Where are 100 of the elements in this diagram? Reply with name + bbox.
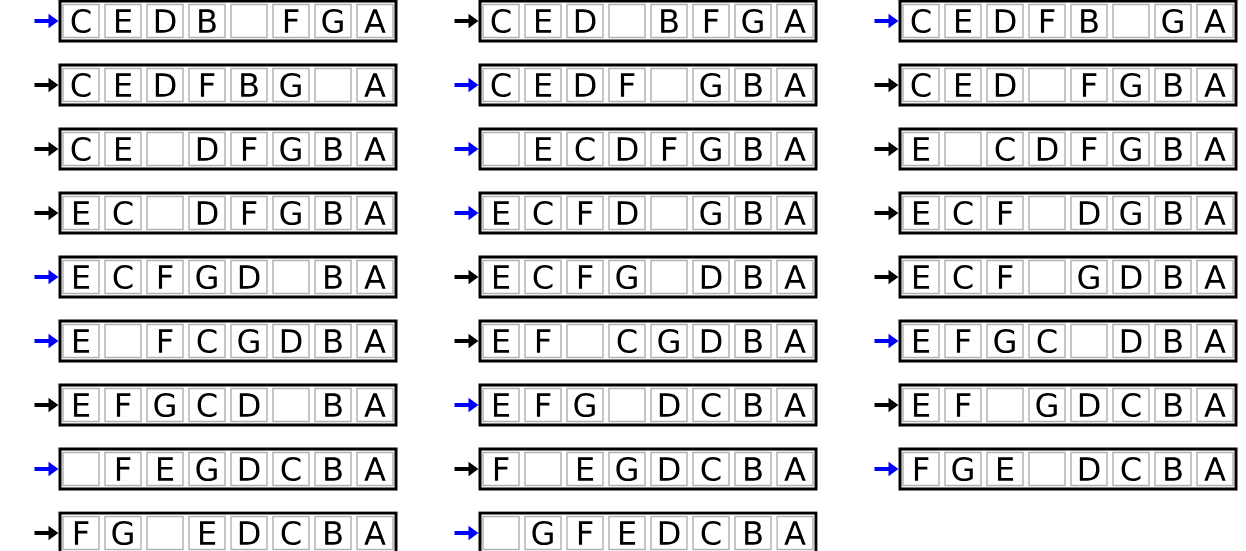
letter-tile: D [272, 323, 310, 359]
letter-tile: B [314, 131, 352, 167]
letter-tile: E [524, 131, 562, 167]
letter-tile: E [902, 323, 940, 359]
letter-tile: E [944, 3, 982, 39]
letter-tile: A [1196, 259, 1234, 295]
empty-slot [650, 259, 688, 295]
letter-tile: G [1112, 67, 1150, 103]
letter-tile: B [188, 3, 226, 39]
letter-tile: F [230, 131, 268, 167]
letter-tile: A [776, 131, 814, 167]
letter-tile: C [566, 131, 604, 167]
puzzle-row-frame [478, 191, 818, 235]
letter-tile: B [1154, 131, 1192, 167]
letter-tile: G [1154, 3, 1192, 39]
letter-tile: A [1196, 67, 1234, 103]
letter-tile: A [776, 387, 814, 423]
empty-slot [146, 131, 184, 167]
letter-tile: F [944, 387, 982, 423]
letter-tile: G [188, 451, 226, 487]
puzzle-row-frame [58, 127, 398, 171]
letter-tile: B [734, 259, 772, 295]
letter-tile: B [314, 451, 352, 487]
letter-tile: G [272, 67, 310, 103]
puzzle-row-frame [898, 127, 1238, 171]
letter-tile: A [776, 451, 814, 487]
letter-tile: C [902, 3, 940, 39]
letter-tile: A [776, 259, 814, 295]
puzzle-row-frame [58, 191, 398, 235]
letter-tile: G [104, 515, 142, 551]
empty-slot [230, 3, 268, 39]
letter-tile: E [62, 387, 100, 423]
letter-tile: E [944, 67, 982, 103]
letter-tile: E [608, 515, 646, 551]
letter-tile: B [1154, 451, 1192, 487]
letter-tile: B [314, 323, 352, 359]
letter-tile: G [272, 131, 310, 167]
letter-tile: D [650, 451, 688, 487]
letter-tile: D [230, 451, 268, 487]
letter-tile: C [272, 515, 310, 551]
letter-tile: F [566, 259, 604, 295]
letter-tile: C [524, 195, 562, 231]
letter-tile: A [356, 131, 394, 167]
letter-tile: D [146, 67, 184, 103]
letter-tile: A [356, 195, 394, 231]
puzzle-row-frame [898, 383, 1238, 427]
letter-tile: E [62, 259, 100, 295]
puzzle-row-frame [58, 511, 398, 551]
letter-tile: C [692, 387, 730, 423]
letter-tile: E [482, 387, 520, 423]
letter-tile: B [314, 195, 352, 231]
letter-tile: G [230, 323, 268, 359]
letter-tile: A [776, 323, 814, 359]
letter-tile: C [524, 259, 562, 295]
letter-tile: D [692, 259, 730, 295]
puzzle-row-frame [478, 0, 818, 43]
empty-slot [146, 195, 184, 231]
letter-tile: D [1112, 259, 1150, 295]
letter-tile: A [356, 515, 394, 551]
empty-slot [272, 387, 310, 423]
puzzle-row-frame [58, 383, 398, 427]
letter-tile: C [272, 451, 310, 487]
letter-tile: E [524, 67, 562, 103]
letter-tile: E [146, 451, 184, 487]
letter-tile: G [608, 451, 646, 487]
puzzle-row-frame [898, 255, 1238, 299]
letter-tile: B [1070, 3, 1108, 39]
puzzle-row-frame [58, 255, 398, 299]
letter-tile: C [188, 387, 226, 423]
letter-tile: G [1070, 259, 1108, 295]
letter-tile: B [734, 451, 772, 487]
letter-tile: E [104, 67, 142, 103]
letter-tile: F [986, 259, 1024, 295]
letter-tile: D [188, 195, 226, 231]
letter-tile: A [356, 67, 394, 103]
letter-tile: F [944, 323, 982, 359]
empty-slot [986, 387, 1024, 423]
empty-slot [566, 323, 604, 359]
letter-tile: D [1070, 451, 1108, 487]
letter-tile: F [566, 515, 604, 551]
letter-tile: G [188, 259, 226, 295]
letter-tile: B [734, 323, 772, 359]
empty-slot [608, 3, 646, 39]
puzzle-row-frame [478, 447, 818, 491]
letter-tile: C [944, 195, 982, 231]
puzzle-row-frame [58, 63, 398, 107]
puzzle-row-frame [898, 63, 1238, 107]
puzzle-row-frame [478, 319, 818, 363]
letter-tile: F [104, 451, 142, 487]
puzzle-row-frame [898, 0, 1238, 43]
letter-tile: D [1028, 131, 1066, 167]
letter-tile: F [104, 387, 142, 423]
letter-tile: G [650, 323, 688, 359]
empty-slot [524, 451, 562, 487]
letter-tile: E [524, 3, 562, 39]
letter-tile: B [314, 259, 352, 295]
letter-tile: B [1154, 387, 1192, 423]
letter-tile: F [188, 67, 226, 103]
letter-tile: G [608, 259, 646, 295]
letter-tile: B [230, 67, 268, 103]
